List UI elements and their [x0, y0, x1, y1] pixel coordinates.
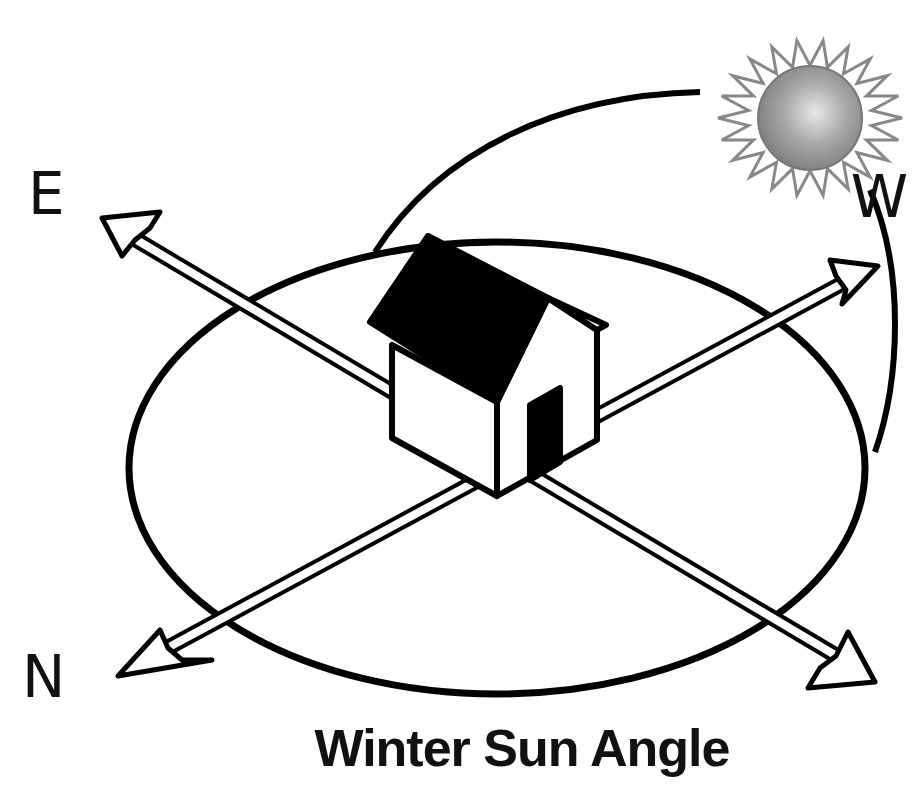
sun-path	[375, 92, 700, 252]
house	[370, 236, 606, 496]
compass-letter: W	[851, 168, 908, 226]
compass-letter: N	[22, 648, 65, 706]
compass-axis	[102, 212, 875, 688]
sun-path	[870, 190, 895, 452]
compass-letter: E	[28, 165, 65, 223]
caption: Winter Sun Angle	[315, 722, 730, 774]
